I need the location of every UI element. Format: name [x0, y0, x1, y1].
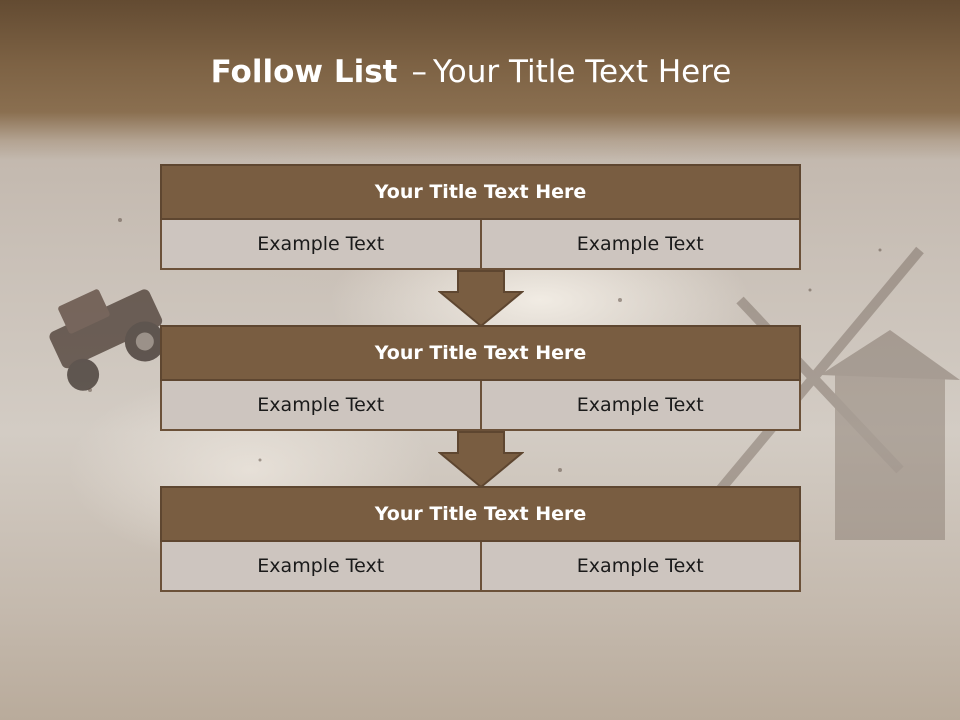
slide-title-bold: Follow List — [210, 54, 398, 90]
title-bar — [0, 0, 960, 160]
tractor-illustration — [49, 289, 165, 391]
block-cell-right: Example Text — [481, 220, 801, 270]
list-block-3: Your Title Text Here Example Text Exampl… — [160, 486, 801, 592]
block-title: Your Title Text Here — [160, 164, 801, 220]
block-cell-right: Example Text — [481, 542, 801, 592]
block-cell-left: Example Text — [160, 220, 482, 270]
block-row: Example Text Example Text — [160, 381, 801, 431]
block-title: Your Title Text Here — [160, 325, 801, 381]
down-arrow-icon — [438, 431, 524, 489]
block-row: Example Text Example Text — [160, 542, 801, 592]
down-arrow-icon — [438, 270, 524, 328]
block-cell-left: Example Text — [160, 542, 482, 592]
block-row: Example Text Example Text — [160, 220, 801, 270]
windmill-illustration — [716, 246, 960, 540]
block-cell-left: Example Text — [160, 381, 482, 431]
list-block-1: Your Title Text Here Example Text Exampl… — [160, 164, 801, 270]
slide-title-dash: – — [411, 54, 427, 90]
block-title: Your Title Text Here — [160, 486, 801, 542]
slide-title: Follow List–Your Title Text Here — [0, 54, 942, 90]
list-block-2: Your Title Text Here Example Text Exampl… — [160, 325, 801, 431]
block-cell-right: Example Text — [481, 381, 801, 431]
slide-title-rest: Your Title Text Here — [432, 54, 732, 90]
